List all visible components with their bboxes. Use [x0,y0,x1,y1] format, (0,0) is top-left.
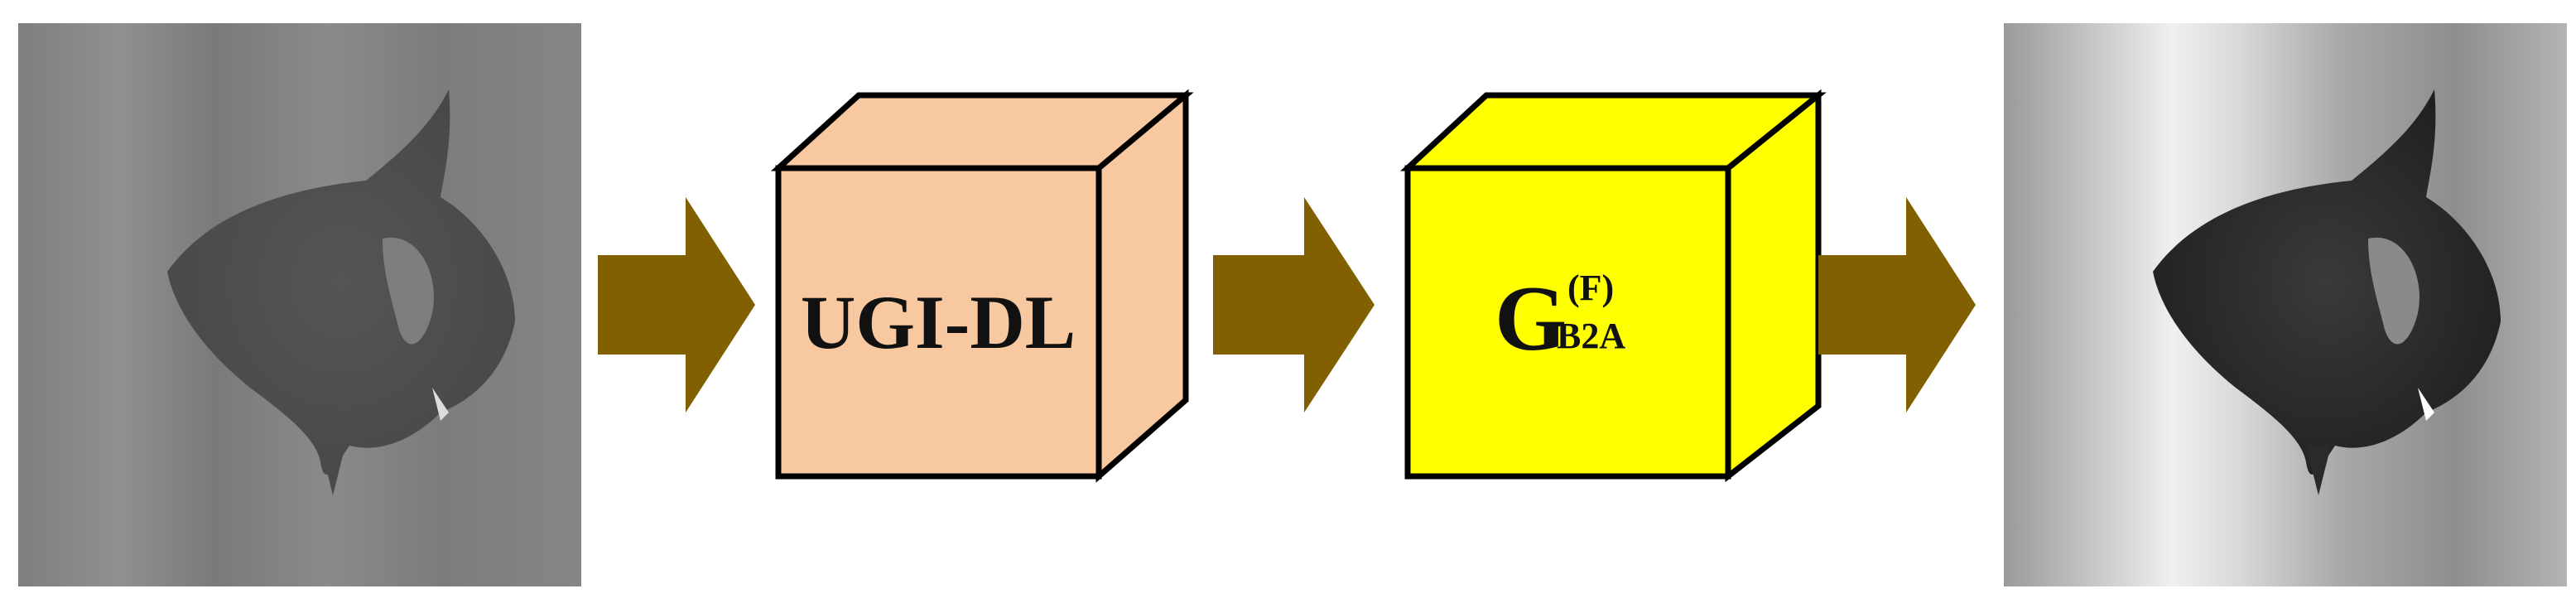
arrow-1 [598,197,755,413]
output-image [2004,23,2567,586]
input-image [18,23,581,586]
ugi-dl-label: UGI-DL [801,280,1076,364]
fish-photo-icon [2153,89,2501,495]
ugi-dl-block: UGI-DL [770,89,1194,483]
ugi-dl-block-front [775,165,1102,480]
generator-label-subscript: B2A [1557,316,1625,356]
arrow-3 [1818,197,1976,413]
generator-b2a-block: G (F) B2A [1400,89,1827,483]
arrow-2 [1213,197,1375,413]
generator-block-front [1404,165,1731,480]
generator-label-main: G [1495,268,1567,370]
generator-label-superscript: (F) [1567,268,1614,308]
fish-photo-icon [167,89,515,495]
